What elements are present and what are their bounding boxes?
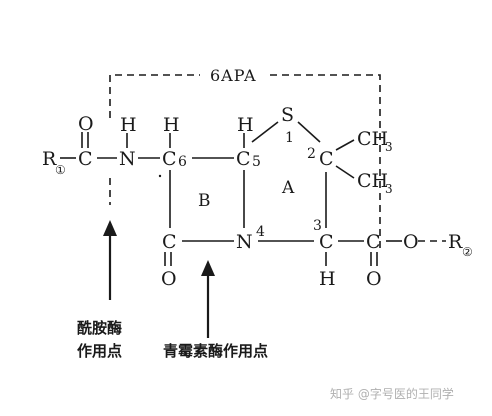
atom-h-nh: H — [120, 114, 137, 136]
atom-o-top: O — [78, 113, 94, 135]
bond-c5-s — [251, 121, 279, 143]
atom-n4: N — [236, 231, 253, 253]
bond-s-c2 — [297, 121, 321, 143]
amidase-arrow-head — [103, 220, 117, 236]
atom-c2: C — [319, 148, 334, 170]
atoms: R ① O C H N H C 6 H C 5 S 1 2 C CH 3 CH … — [42, 104, 473, 290]
atom-c6-number: 6 — [178, 154, 187, 170]
atom-o-ester: O — [403, 231, 419, 253]
atom-c5: C — [236, 148, 251, 170]
stereo-dot — [158, 174, 162, 178]
atom-c6: C — [162, 148, 177, 170]
atom-r1: R — [42, 148, 57, 170]
bond-c2-ch3-b — [335, 165, 355, 179]
penicillinase-label: 青霉素酶作用点 — [163, 342, 268, 360]
atom-ch3-a-subscript: 3 — [385, 140, 393, 154]
atom-ch3-a: CH — [357, 128, 388, 150]
atom-r1-subscript: ① — [55, 163, 66, 177]
atom-s: S — [281, 104, 294, 126]
amidase-label-line2: 作用点 — [77, 342, 122, 360]
bracket-title: 6APA — [210, 66, 257, 85]
atom-r2-subscript: ② — [462, 245, 473, 259]
atom-r2: R — [448, 231, 463, 253]
atom-ch3-b: CH — [357, 170, 388, 192]
atom-c5-number: 5 — [252, 154, 261, 170]
atom-c3-number: 3 — [313, 218, 322, 234]
watermark: 知乎 @字号医的王同学 — [330, 386, 454, 401]
atom-o-carboxyl: O — [366, 268, 382, 290]
ring-a-label: A — [281, 178, 295, 198]
bracket-left-top — [109, 74, 200, 118]
bonds — [60, 121, 446, 266]
atom-c-carboxyl: C — [366, 231, 381, 253]
penicillinase-arrow-head — [201, 260, 215, 276]
ring-b-label: B — [198, 191, 211, 211]
atom-n4-number: 4 — [256, 224, 265, 240]
atom-h-c5: H — [237, 114, 254, 136]
amidase-label-line1: 酰胺酶 — [77, 319, 122, 337]
bracket-right — [270, 74, 381, 250]
bond-c2-ch3-a — [335, 139, 355, 151]
atom-c3: C — [319, 231, 334, 253]
atom-s-number: 1 — [285, 130, 294, 146]
6apa-bracket — [109, 74, 381, 250]
atom-n-amide: N — [119, 148, 136, 170]
amidase-arrow — [103, 220, 117, 300]
atom-c2-number: 2 — [307, 146, 316, 162]
atom-h-c6: H — [163, 114, 180, 136]
atom-o-lactam: O — [161, 268, 177, 290]
atom-c-lactam: C — [162, 231, 177, 253]
atom-c-acyl: C — [78, 148, 93, 170]
penicillinase-arrow — [201, 260, 215, 338]
atom-ch3-b-subscript: 3 — [385, 182, 393, 196]
atom-h-c3: H — [319, 268, 336, 290]
